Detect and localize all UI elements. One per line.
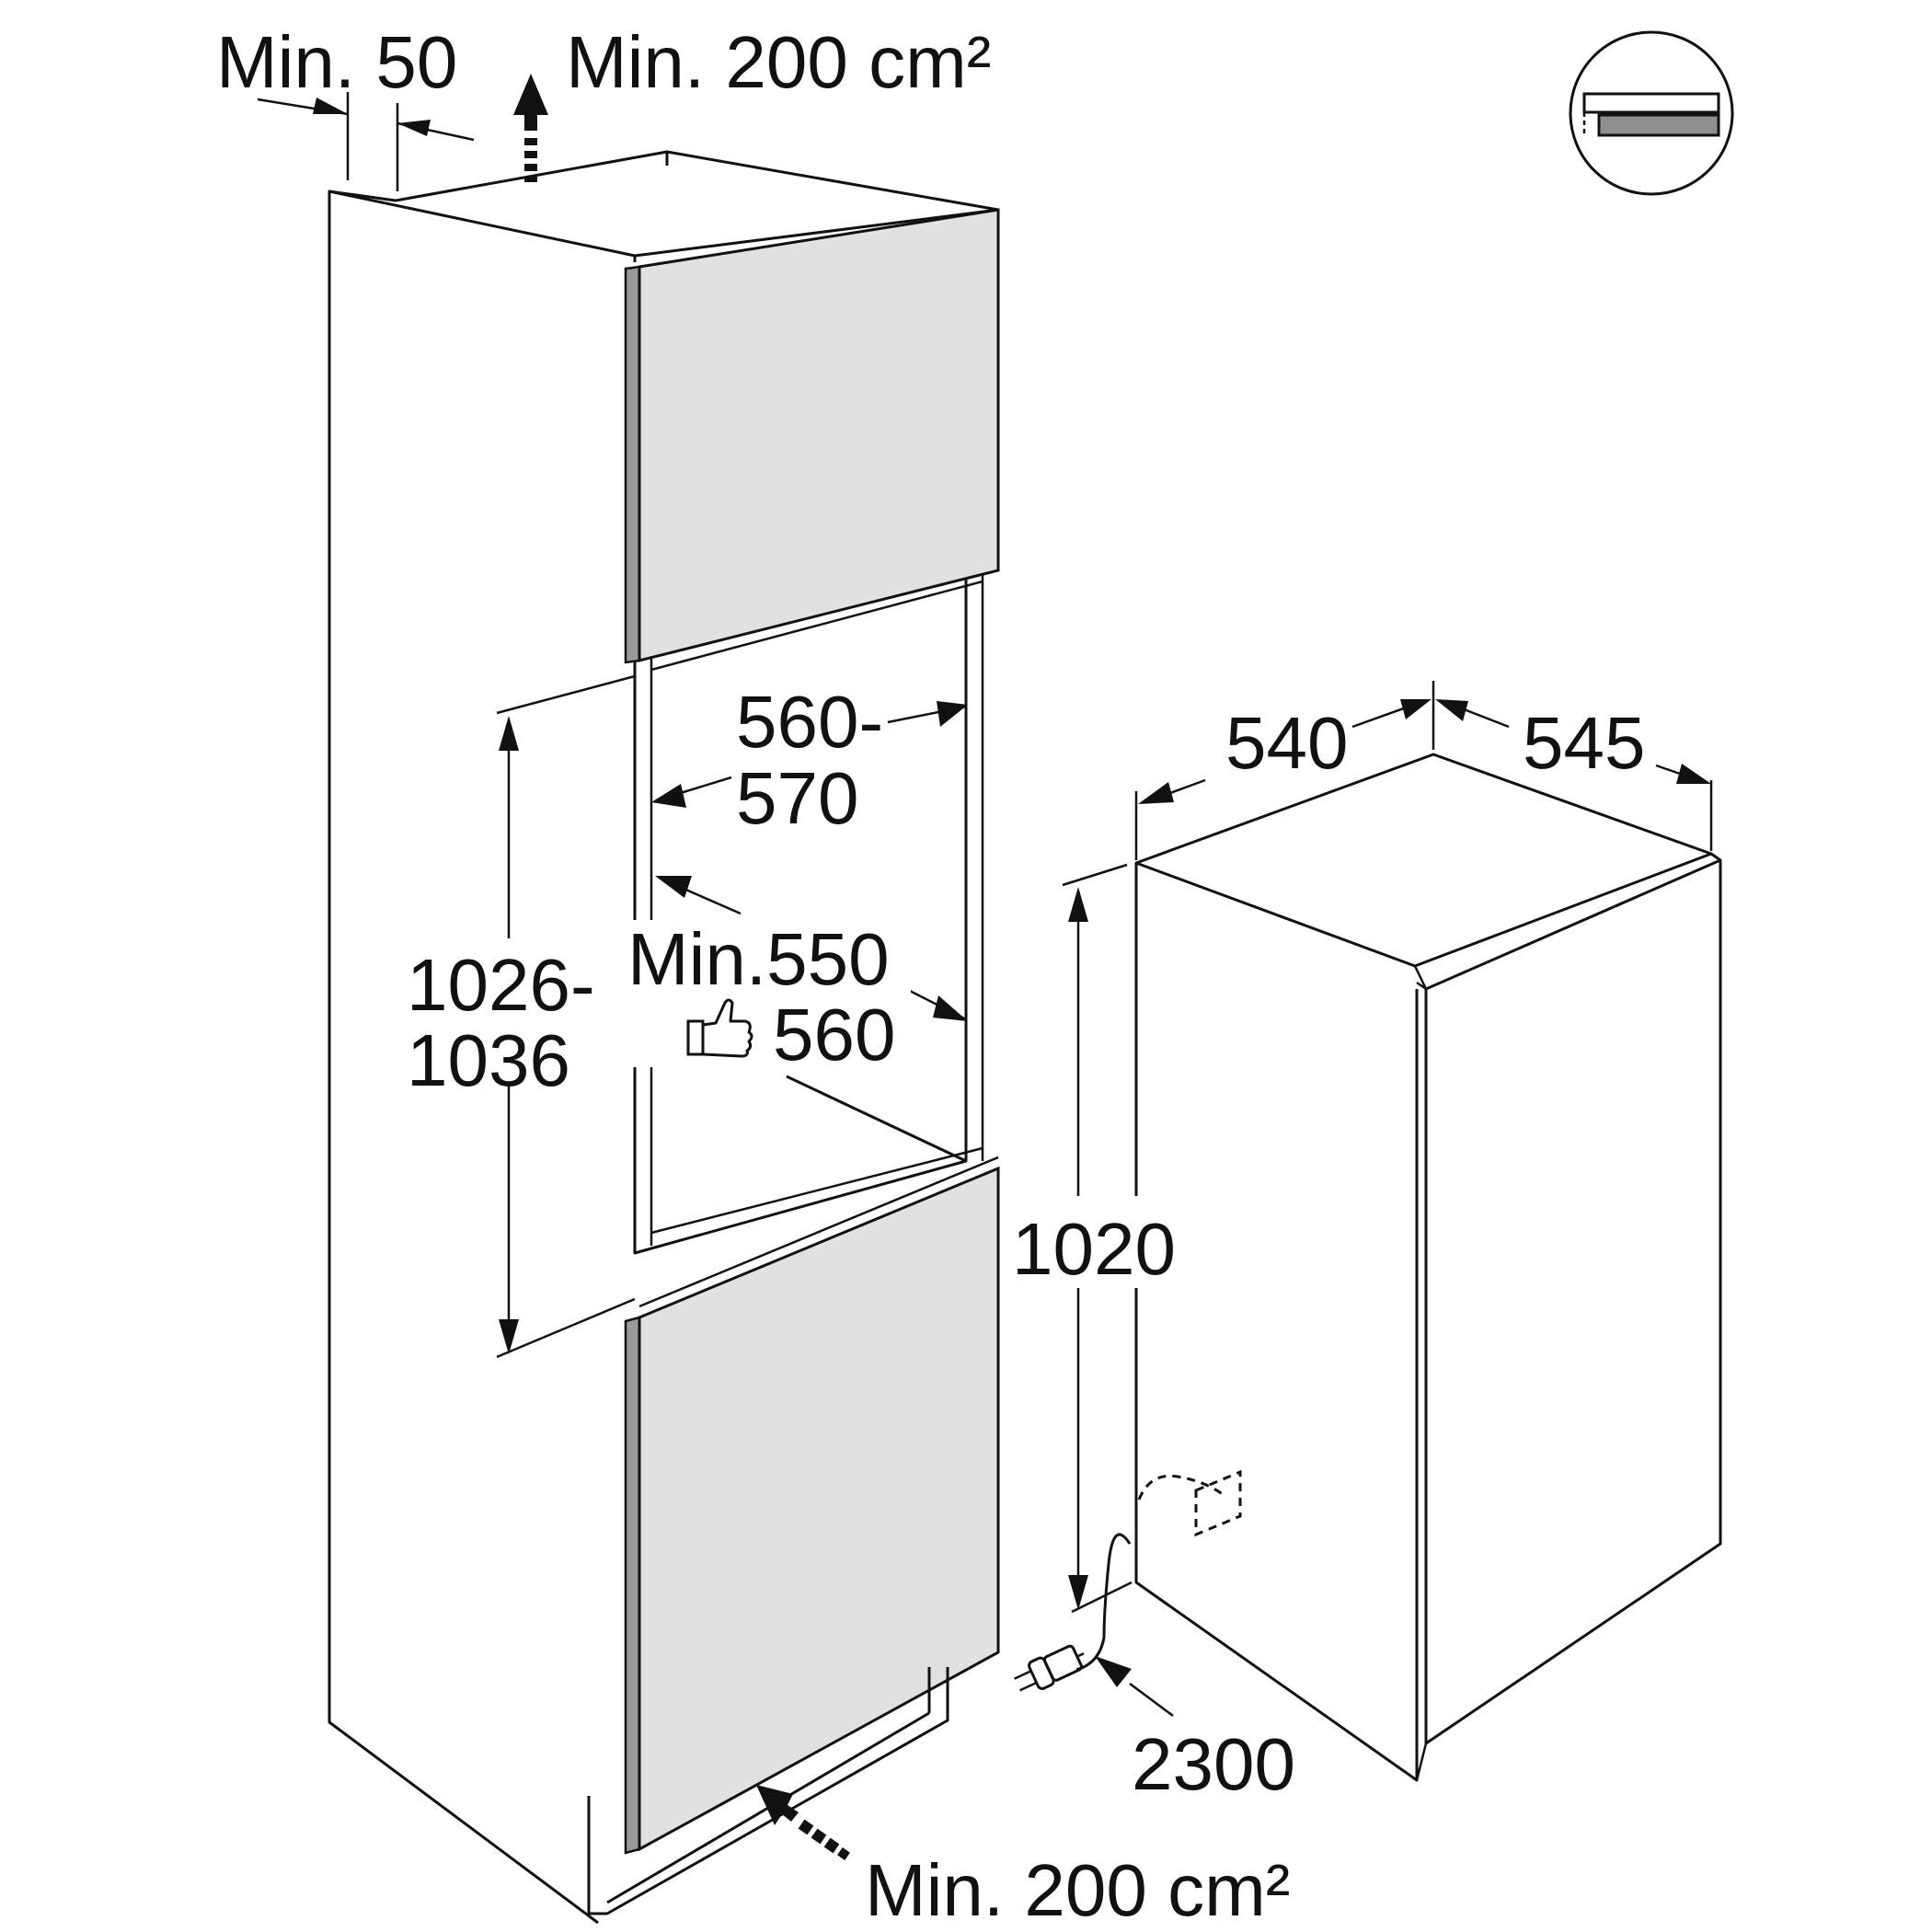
niche-opening (633, 569, 984, 1255)
niche-depth-label-2: 560 (773, 994, 895, 1075)
niche-width-dimension: 560- 570 (651, 681, 968, 839)
niche-height-label-2: 1036 (407, 1019, 570, 1101)
bottom-vent-label: Min. 200 cm² (865, 1849, 1290, 1931)
power-cable (1014, 1469, 1242, 1692)
thumbs-up-icon (686, 998, 753, 1058)
appliance-depth-label: 545 (1523, 702, 1645, 784)
niche-width-label-1: 560- (736, 681, 883, 763)
niche-depth-dimension: Min.550 560 (626, 876, 968, 1075)
cable-length-dimension: 2300 (1095, 1656, 1295, 1805)
appliance-width-label: 540 (1225, 702, 1348, 784)
cable-length-label: 2300 (1132, 1723, 1295, 1805)
top-gap-label: Min. 50 (216, 21, 457, 103)
fixed-door-installation-icon (1569, 30, 1734, 196)
appliance-body (1134, 753, 1722, 1782)
niche-height-dimension: 1026- 1036 (405, 674, 636, 1359)
power-plug-icon (1014, 1644, 1085, 1692)
appliance-height-dimension: 1020 (1007, 863, 1182, 1614)
appliance-height-label: 1020 (1012, 1208, 1176, 1290)
niche-width-label-2: 570 (736, 757, 858, 839)
niche-depth-label-1: Min.550 (627, 918, 890, 1000)
wall-socket-icon (1194, 1469, 1242, 1537)
top-gap-dimension: Min. 50 (216, 21, 475, 191)
top-vent-dimension: Min. 200 cm² (513, 21, 991, 182)
lower-cabinet-door (624, 1156, 1000, 1855)
top-vent-label: Min. 200 cm² (566, 21, 991, 103)
upper-cabinet-door (624, 208, 1000, 664)
bottom-vent-dimension: Min. 200 cm² (756, 1785, 1290, 1931)
appliance-width-dimension: 540 (1134, 681, 1435, 860)
niche-height-label-1: 1026- (407, 944, 595, 1026)
appliance-depth-dimension: 545 (1435, 699, 1713, 851)
